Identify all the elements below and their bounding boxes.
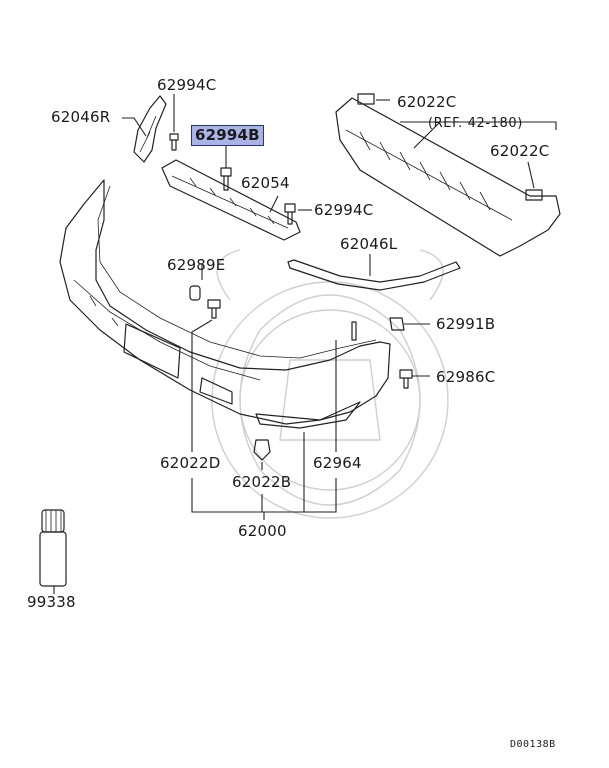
label-62022C-right[interactable]: 62022C bbox=[490, 142, 550, 160]
label-62046L[interactable]: 62046L bbox=[340, 235, 398, 253]
bolt-62994C-right bbox=[284, 203, 296, 225]
clip-62989E bbox=[189, 285, 201, 301]
screw-62022D bbox=[207, 299, 221, 319]
clip-62022B bbox=[253, 439, 271, 461]
label-62989E[interactable]: 62989E bbox=[167, 256, 226, 274]
label-62964[interactable]: 62964 bbox=[313, 454, 362, 472]
label-62022C-top[interactable]: 62022C bbox=[397, 93, 457, 111]
label-62994B-highlighted[interactable]: 62994B bbox=[191, 125, 264, 146]
bracket-62046R bbox=[133, 95, 167, 163]
reinforcement-ref-42-180 bbox=[335, 97, 561, 257]
label-62994C-top[interactable]: 62994C bbox=[157, 76, 217, 94]
label-62986C[interactable]: 62986C bbox=[436, 368, 496, 386]
label-62022D[interactable]: 62022D bbox=[160, 454, 221, 472]
clip-62022C-top bbox=[357, 93, 375, 105]
screw-62986C bbox=[399, 369, 413, 389]
label-62994C-right[interactable]: 62994C bbox=[314, 201, 374, 219]
bolt-62994B bbox=[220, 167, 232, 191]
retainer-62054 bbox=[161, 159, 301, 241]
label-62000[interactable]: 62000 bbox=[238, 522, 287, 540]
bracket-62046L bbox=[287, 259, 461, 291]
clip-62022C-right bbox=[525, 189, 543, 201]
label-62991B[interactable]: 62991B bbox=[436, 315, 496, 333]
bolt-62994C-top bbox=[169, 133, 179, 151]
label-62046R[interactable]: 62046R bbox=[51, 108, 111, 126]
label-99338[interactable]: 99338 bbox=[27, 593, 76, 611]
label-62054[interactable]: 62054 bbox=[241, 174, 290, 192]
diagram-code: D00138B bbox=[510, 739, 556, 750]
bumper-cover-62000 bbox=[59, 179, 391, 425]
label-62022B[interactable]: 62022B bbox=[232, 473, 292, 491]
strip-62964 bbox=[351, 321, 357, 341]
leader-lines bbox=[53, 94, 557, 594]
paint-bottle-99338 bbox=[39, 509, 67, 587]
label-ref-42-180[interactable]: (REF. 42-180) bbox=[428, 116, 523, 131]
clip-62991B bbox=[389, 317, 405, 331]
